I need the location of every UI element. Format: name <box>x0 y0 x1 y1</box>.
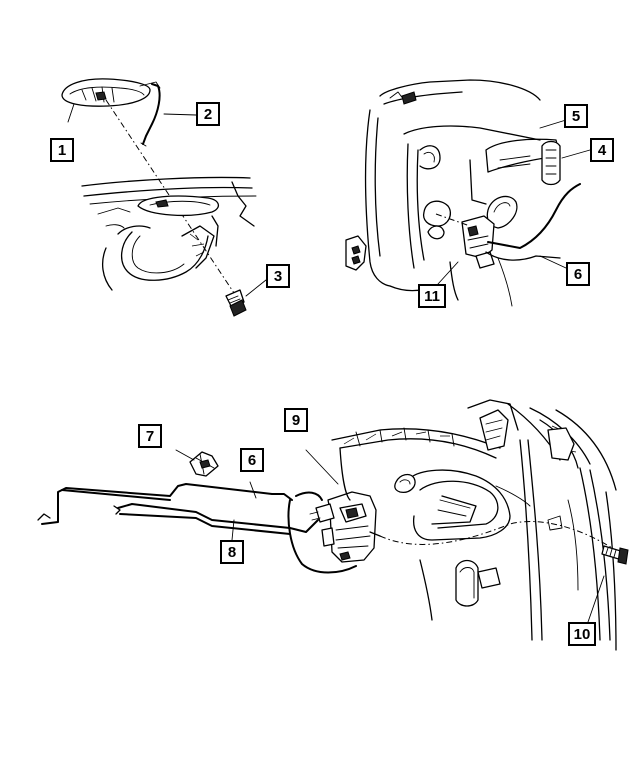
callout-9[interactable]: 9 <box>284 408 308 432</box>
outside-door-handle-group <box>61 78 267 317</box>
latch-mechanism <box>461 215 495 259</box>
door-outer-panel <box>81 176 251 187</box>
rods-group <box>37 449 357 574</box>
callout-11[interactable]: 11 <box>418 284 446 308</box>
callout-6-top[interactable]: 6 <box>566 262 590 286</box>
callout-7[interactable]: 7 <box>138 424 162 448</box>
callout-10[interactable]: 10 <box>568 622 596 646</box>
callout-4[interactable]: 4 <box>590 138 614 162</box>
outside-handle <box>61 78 151 107</box>
callout-6-bottom[interactable]: 6 <box>240 448 264 472</box>
callout-2[interactable]: 2 <box>196 102 220 126</box>
lock-rod <box>117 503 319 533</box>
door-latch <box>327 491 377 563</box>
lock-cylinder <box>541 140 561 186</box>
door-inner-shell <box>331 428 501 449</box>
handle-rod <box>142 83 161 145</box>
callout-1[interactable]: 1 <box>50 138 74 162</box>
callout-3[interactable]: 3 <box>266 264 290 288</box>
callout-5[interactable]: 5 <box>564 104 588 128</box>
inside-handle-rod <box>41 483 293 525</box>
door-inner-panel-group <box>345 79 591 307</box>
door-inner-panel <box>379 79 541 101</box>
latch-rod <box>487 183 581 249</box>
door-shell-group <box>305 399 629 651</box>
callout-8[interactable]: 8 <box>220 540 244 564</box>
